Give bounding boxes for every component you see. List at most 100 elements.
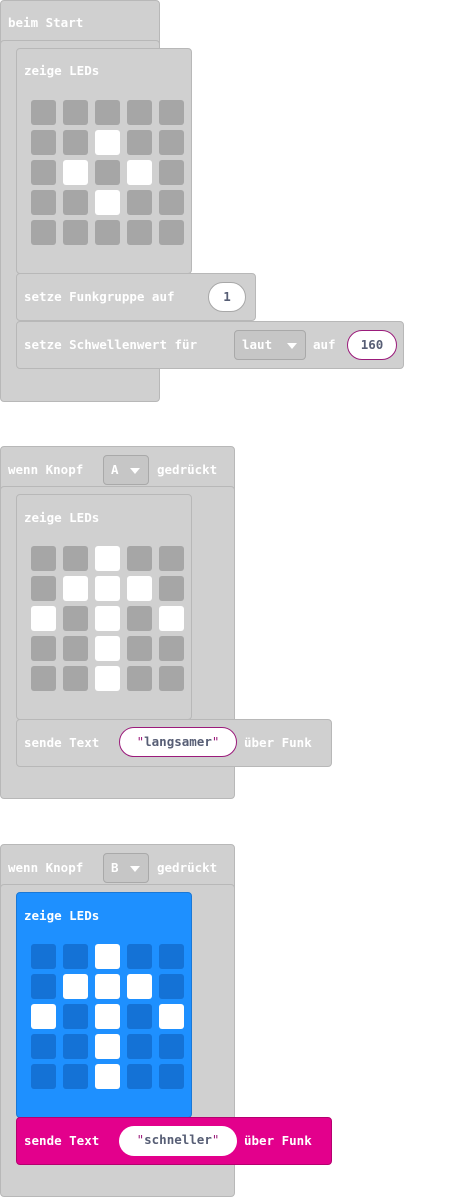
led-r1-c3[interactable] [127,576,152,601]
led-r3-c4[interactable] [159,1034,184,1059]
led-r0-c3[interactable] [127,546,152,571]
show-leds-label: zeige LEDs [24,63,100,78]
led-r1-c0[interactable] [31,576,56,601]
led-r3-c1[interactable] [63,1034,88,1059]
led-r4-c1[interactable] [63,220,88,245]
led-r2-c2[interactable] [95,1004,120,1029]
led-r0-c1[interactable] [63,944,88,969]
send-text-value: langsamer [144,734,212,749]
led-r3-c4[interactable] [159,190,184,215]
send-text-suffix: über Funk [244,1133,312,1148]
led-r0-c4[interactable] [159,100,184,125]
led-r1-c0[interactable] [31,130,56,155]
led-r4-c3[interactable] [127,220,152,245]
led-r0-c3[interactable] [127,944,152,969]
led-r1-c3[interactable] [127,130,152,155]
led-r0-c1[interactable] [63,546,88,571]
led-r3-c1[interactable] [63,190,88,215]
led-grid[interactable] [31,546,185,692]
set-radio-group-label: setze Funkgruppe auf [24,289,175,304]
led-r2-c1[interactable] [63,606,88,631]
led-r4-c2[interactable] [95,666,120,691]
led-r4-c2[interactable] [95,220,120,245]
radio-group-value[interactable]: 1 [208,282,246,312]
led-r2-c0[interactable] [31,160,56,185]
threshold-dropdown-value: laut [242,337,273,352]
led-r0-c2[interactable] [95,100,120,125]
led-r2-c0[interactable] [31,1004,56,1029]
led-r3-c1[interactable] [63,636,88,661]
led-r0-c2[interactable] [95,546,120,571]
led-r0-c2[interactable] [95,944,120,969]
led-r3-c3[interactable] [127,1034,152,1059]
led-r0-c4[interactable] [159,546,184,571]
led-r4-c3[interactable] [127,1064,152,1089]
close-quote: " [211,1132,220,1147]
led-r3-c0[interactable] [31,190,56,215]
led-r1-c0[interactable] [31,974,56,999]
led-r3-c3[interactable] [127,636,152,661]
led-r1-c2[interactable] [95,130,120,155]
led-r2-c4[interactable] [159,160,184,185]
led-r1-c4[interactable] [159,130,184,155]
led-r2-c3[interactable] [127,160,152,185]
led-r0-c1[interactable] [63,100,88,125]
led-r3-c4[interactable] [159,636,184,661]
led-r2-c3[interactable] [127,1004,152,1029]
chevron-down-icon [130,866,140,872]
led-r0-c0[interactable] [31,100,56,125]
led-r3-c2[interactable] [95,190,120,215]
led-r1-c4[interactable] [159,974,184,999]
led-r4-c0[interactable] [31,1064,56,1089]
led-r3-c0[interactable] [31,1034,56,1059]
led-r1-c2[interactable] [95,974,120,999]
led-r3-c3[interactable] [127,190,152,215]
led-r3-c2[interactable] [95,1034,120,1059]
led-r3-c2[interactable] [95,636,120,661]
button-b-dropdown[interactable]: B [103,853,149,883]
led-r1-c1[interactable] [63,974,88,999]
button-a-prefix: wenn Knopf [8,462,84,477]
button-b-dropdown-value: B [111,860,119,875]
led-r2-c0[interactable] [31,606,56,631]
led-r2-c2[interactable] [95,160,120,185]
threshold-value[interactable]: 160 [347,330,397,360]
set-threshold-block[interactable] [16,321,404,369]
button-a-dropdown[interactable]: A [103,455,149,485]
led-r2-c2[interactable] [95,606,120,631]
led-r2-c4[interactable] [159,1004,184,1029]
led-r1-c3[interactable] [127,974,152,999]
led-r4-c0[interactable] [31,666,56,691]
led-r1-c4[interactable] [159,576,184,601]
led-r0-c3[interactable] [127,100,152,125]
led-r4-c2[interactable] [95,1064,120,1089]
show-leds-label: zeige LEDs [24,908,100,923]
led-r4-c4[interactable] [159,1064,184,1089]
led-r2-c1[interactable] [63,1004,88,1029]
send-text-value-field[interactable]: "langsamer" [119,727,237,757]
led-r2-c3[interactable] [127,606,152,631]
send-text-suffix: über Funk [244,735,312,750]
led-r2-c1[interactable] [63,160,88,185]
led-r4-c1[interactable] [63,1064,88,1089]
threshold-dropdown[interactable]: laut [234,330,306,360]
led-r0-c0[interactable] [31,546,56,571]
led-r4-c3[interactable] [127,666,152,691]
led-r4-c4[interactable] [159,666,184,691]
button-a-suffix: gedrückt [157,462,218,477]
led-r4-c1[interactable] [63,666,88,691]
led-r1-c1[interactable] [63,130,88,155]
set-threshold-label: setze Schwellenwert für [24,337,198,352]
led-r0-c4[interactable] [159,944,184,969]
led-r1-c1[interactable] [63,576,88,601]
led-r2-c4[interactable] [159,606,184,631]
send-text-value-field[interactable]: "schneller" [119,1126,237,1156]
led-r4-c0[interactable] [31,220,56,245]
led-r0-c0[interactable] [31,944,56,969]
open-quote: " [136,1132,145,1147]
led-r3-c0[interactable] [31,636,56,661]
led-grid[interactable] [31,100,185,246]
led-grid[interactable] [31,944,185,1090]
led-r4-c4[interactable] [159,220,184,245]
led-r1-c2[interactable] [95,576,120,601]
